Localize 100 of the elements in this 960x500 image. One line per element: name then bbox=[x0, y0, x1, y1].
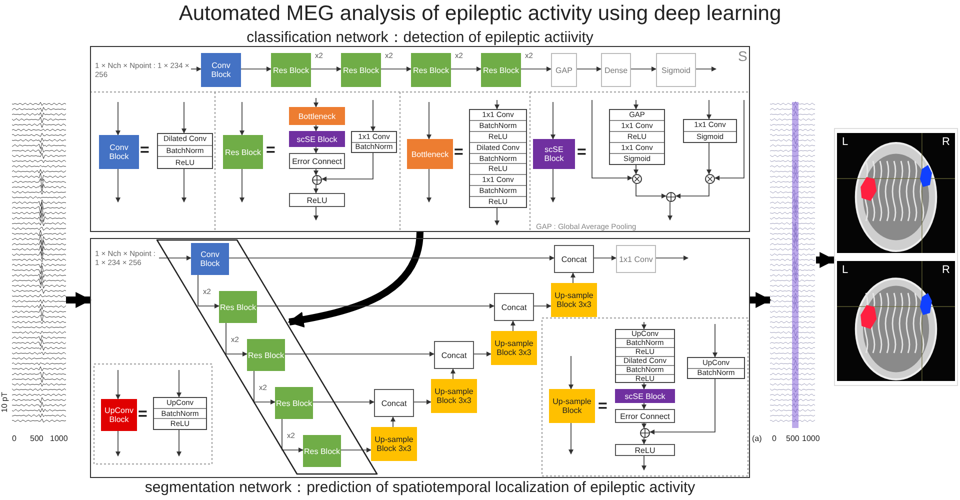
arrow bbox=[634, 164, 638, 174]
arrow bbox=[322, 152, 374, 182]
output-label: S bbox=[738, 48, 748, 64]
layer-block: GAP bbox=[551, 53, 577, 87]
arrow bbox=[520, 66, 552, 72]
arrow bbox=[284, 352, 434, 356]
arrow bbox=[256, 304, 494, 308]
arrow bbox=[642, 422, 646, 428]
arrow bbox=[314, 168, 318, 176]
layer-block: Conv Block bbox=[201, 53, 241, 87]
arrow bbox=[314, 184, 318, 194]
layer-block: scSE Block bbox=[289, 131, 345, 147]
arrow bbox=[226, 322, 248, 356]
arrow bbox=[534, 304, 552, 308]
arrow bbox=[176, 370, 182, 398]
arrow bbox=[494, 208, 500, 226]
arrow bbox=[592, 100, 632, 180]
equals-sign: = bbox=[454, 144, 464, 162]
arrow bbox=[116, 370, 120, 400]
meg-trace-plot bbox=[770, 100, 816, 430]
arrow bbox=[668, 202, 672, 220]
layer-block: 1x1 Conv bbox=[616, 245, 656, 273]
arrow bbox=[568, 356, 574, 390]
layer-stack bbox=[157, 133, 213, 169]
arrow bbox=[712, 324, 718, 358]
panel-tag: (a) bbox=[752, 434, 762, 443]
orientation-label: R bbox=[942, 264, 950, 276]
layer-block: Up-sample Block 3x3 bbox=[371, 427, 417, 461]
equals-sign: = bbox=[266, 142, 276, 160]
layer-block: scSE Block bbox=[533, 139, 575, 169]
equals-sign: = bbox=[140, 142, 150, 160]
arrow bbox=[370, 100, 376, 132]
arrow bbox=[550, 102, 556, 140]
axis-tick-label: 1000 bbox=[802, 434, 820, 443]
arrow bbox=[312, 400, 374, 404]
multiply-symbol bbox=[632, 174, 642, 184]
arrow bbox=[494, 100, 500, 110]
layer-block: Concat bbox=[554, 245, 594, 273]
layer-stack bbox=[683, 119, 737, 143]
arrow bbox=[576, 66, 602, 72]
multiply-symbol bbox=[705, 174, 715, 184]
layer-stack bbox=[615, 329, 675, 383]
arrow bbox=[310, 66, 342, 72]
arrow bbox=[314, 206, 318, 220]
block-arrow bbox=[66, 292, 92, 308]
arrow bbox=[634, 100, 638, 110]
arrow bbox=[340, 448, 372, 452]
arrow bbox=[706, 142, 712, 174]
arrow bbox=[282, 418, 304, 452]
orientation-label: L bbox=[842, 264, 848, 276]
arrow bbox=[642, 456, 646, 470]
layer-block: Error Connect bbox=[615, 409, 675, 423]
block-arrow bbox=[816, 252, 836, 268]
layer-block: ReLU bbox=[289, 193, 345, 207]
equals-sign: = bbox=[577, 144, 586, 162]
arrow bbox=[706, 100, 712, 120]
layer-block: Concat bbox=[434, 341, 474, 369]
arrow bbox=[314, 98, 318, 108]
layer-block: Up-sample Block 3x3 bbox=[431, 379, 477, 413]
layer-stack bbox=[609, 109, 665, 165]
arrow bbox=[380, 66, 412, 72]
arrow bbox=[450, 368, 456, 380]
arrow bbox=[158, 256, 192, 260]
layer-block: UpConv Block bbox=[101, 399, 137, 431]
equals-sign: = bbox=[138, 406, 148, 424]
arrow bbox=[176, 430, 182, 456]
arrow bbox=[116, 168, 120, 202]
arrow bbox=[656, 256, 688, 260]
panel-title: classification network：detection of epileptic actiivity bbox=[246, 28, 594, 47]
axis-tick-label: 0 bbox=[12, 434, 16, 443]
arrow bbox=[182, 102, 186, 134]
layer-stack bbox=[469, 109, 527, 208]
layer-block: ReLU bbox=[615, 444, 675, 456]
title: Automated MEG analysis of epileptic activity using deep learning bbox=[178, 2, 782, 26]
layer-block: Up-sample Block 3x3 bbox=[551, 283, 597, 317]
layer-block: scSE Block bbox=[615, 389, 675, 403]
arrow bbox=[550, 168, 556, 202]
layer-stack bbox=[351, 131, 397, 153]
orientation-label: R bbox=[942, 136, 950, 148]
arrow bbox=[426, 102, 432, 140]
arrow bbox=[116, 102, 120, 136]
arrow bbox=[414, 400, 432, 404]
layer-block: Conv Block bbox=[191, 243, 229, 275]
arrow bbox=[676, 184, 710, 198]
arrow bbox=[696, 66, 716, 72]
arrow bbox=[510, 320, 516, 332]
axis-tick-label: 0 bbox=[772, 434, 776, 443]
scale-label: 10 pT bbox=[0, 392, 9, 412]
arrow bbox=[198, 274, 220, 308]
arrow bbox=[314, 124, 318, 132]
layer-block: Sigmoid bbox=[656, 53, 696, 87]
layer-block: Dense bbox=[601, 53, 631, 87]
arrow bbox=[240, 66, 272, 72]
layer-block: Error Connect bbox=[289, 153, 345, 169]
arrow bbox=[182, 168, 186, 202]
arrow bbox=[642, 322, 646, 330]
mri-image bbox=[837, 133, 955, 253]
arrow bbox=[254, 370, 276, 404]
arrow bbox=[636, 184, 666, 198]
arrow bbox=[474, 352, 492, 356]
